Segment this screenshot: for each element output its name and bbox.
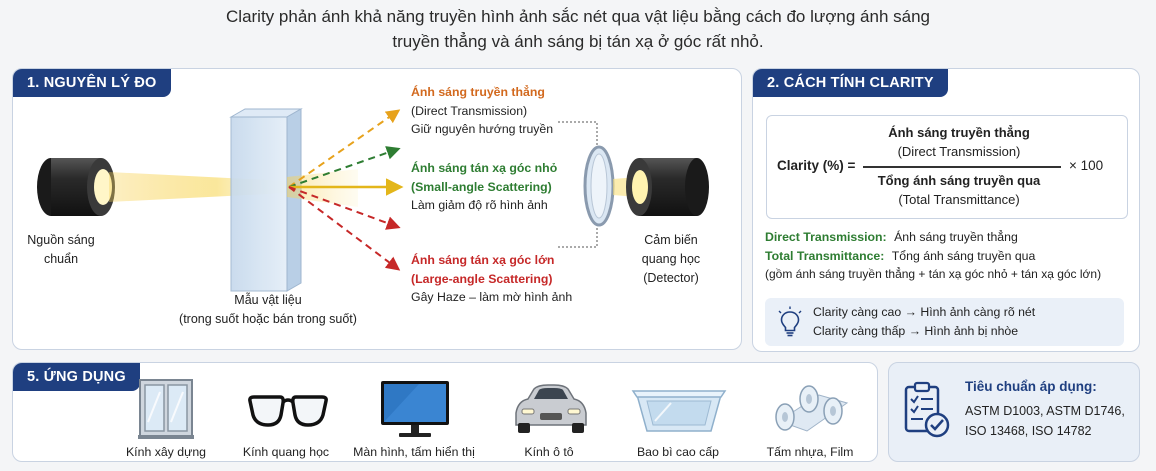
calc-panel: 2. CÁCH TÍNH CLARITY Clarity (%) = Ánh s… [752,68,1140,352]
sample-glass-icon [229,108,303,292]
formula-denominator-en: (Total Transmittance) [898,192,1020,207]
tip-1-result: Hình ảnh càng rõ nét [920,305,1036,319]
arrow-right-icon: → [904,305,921,319]
standards-panel: Tiêu chuẩn áp dụng: ASTM D1003, ASTM D17… [888,362,1140,462]
application-label: Kính quang học [242,445,330,459]
small-angle-title: Ánh sáng tán xạ góc nhỏ [411,161,558,175]
light-source-label-line2: chuẩn [43,252,79,266]
detector-label-line2: quang học [641,252,701,266]
glasses-icon [248,395,328,427]
intro-text: Clarity phản ánh khả năng truyền hình ản… [0,4,1156,54]
standards-title: Tiêu chuẩn áp dụng: [965,379,1097,394]
detector-label-line1: Cảm biến [644,233,698,247]
direct-arrow [288,109,401,188]
fraction-line [863,166,1061,168]
intro-line-1: Clarity phản ánh khả năng truyền hình ản… [226,7,930,26]
detector-label: Cảm biến quang học (Detector) [625,231,717,288]
definition-2-note: (gồm ánh sáng truyền thẳng + tán xạ góc … [765,267,1102,281]
formula-lhs: Clarity (%) = [777,158,856,173]
large-angle-arrow-2 [288,186,401,271]
small-angle-arrow [288,146,401,188]
definition-2-value: Tổng ánh sáng truyền qua [891,249,1036,263]
definition-2-key: Total Transmittance: [765,249,885,263]
definition-1-value: Ánh sáng truyền thẳng [894,230,1018,244]
definition-2: Total Transmittance: Tổng ánh sáng truyề… [765,249,1035,263]
direct-label: Ánh sáng truyền thẳng (Direct Transmissi… [411,83,591,139]
large-angle-en: (Large-angle Scattering) [411,271,553,286]
application-label: Bao bì cao cấp [636,445,720,459]
light-source-icon [37,158,115,216]
direct-en: (Direct Transmission) [411,103,528,118]
large-angle-label: Ánh sáng tán xạ góc lớn (Large-angle Sca… [411,251,601,307]
direct-title: Ánh sáng truyền thẳng [411,85,545,99]
car-icon [515,384,587,433]
tip-box: Clarity càng cao → Hình ảnh càng rõ nét … [765,298,1124,346]
application-label: Màn hình, tấm hiển thị [353,445,475,459]
large-angle-desc: Gây Haze – làm mờ hình ảnh [411,290,573,304]
sample-label: Mẫu vật liệu (trong suốt hoặc bán trong … [153,291,383,329]
formula-numerator-vi: Ánh sáng truyền thẳng [888,125,1030,140]
detector-label-line3: (Detector) [643,271,699,285]
window-icon [138,379,194,439]
tip-2-condition: Clarity càng thấp [813,324,906,338]
application-label: Kính xây dựng [125,445,206,459]
standards-line-2: ISO 13468, ISO 14782 [965,424,1092,438]
large-angle-arrow-1 [288,186,401,230]
tip-1-condition: Clarity càng cao [813,305,902,319]
small-angle-label: Ánh sáng tán xạ góc nhỏ (Small-angle Sca… [411,159,591,215]
small-angle-en: (Small-angle Scattering) [411,179,552,194]
sample-label-line1: Mẫu vật liệu [234,293,302,307]
standards-line-1: ASTM D1003, ASTM D1746, [965,404,1125,418]
package-tray-icon [631,390,727,432]
principle-tag: 1. NGUYÊN LÝ ĐO [13,69,171,97]
formula-multiplier: × 100 [1069,158,1104,173]
calc-tag: 2. CÁCH TÍNH CLARITY [753,69,948,97]
principle-panel: 1. NGUYÊN LÝ ĐO [12,68,742,350]
detector-icon [626,158,709,216]
small-angle-desc: Làm giảm độ rõ hình ảnh [411,198,548,212]
tip-line-2: Clarity càng thấp → Hình ảnh bị nhòe [813,324,1018,338]
sample-label-line2: (trong suốt hoặc bán trong suốt) [179,312,357,326]
tip-2-result: Hình ảnh bị nhòe [924,324,1019,338]
film-roll-icon [775,385,849,432]
formula-box: Clarity (%) = Ánh sáng truyền thẳng (Dir… [766,115,1128,219]
intro-line-2: truyền thẳng và ánh sáng bị tán xạ ở góc… [392,32,764,51]
lightbulb-icon [778,306,802,337]
tip-line-1: Clarity càng cao → Hình ảnh càng rõ nét [813,305,1035,319]
direct-desc: Giữ nguyên hướng truyền [411,122,554,136]
lens-icon [583,145,615,227]
formula-denominator-vi: Tổng ánh sáng truyền qua [877,173,1041,188]
light-source-label: Nguồn sáng chuẩn [13,231,109,269]
monitor-icon [381,381,449,437]
principle-diagram [37,108,709,292]
definition-1-key: Direct Transmission: [765,230,887,244]
large-angle-title: Ánh sáng tán xạ góc lớn [411,253,555,267]
application-label: Kính ô tô [524,445,574,459]
checklist-icon [904,381,950,438]
applications-panel: 5. ỨNG DỤNG Kính xây dựng Kính quang học [12,362,878,462]
light-source-label-line1: Nguồn sáng [27,233,95,247]
application-label: Tấm nhựa, Film [766,445,854,459]
arrow-right-icon: → [908,324,925,338]
definition-1: Direct Transmission: Ánh sáng truyền thẳ… [765,230,1018,244]
formula-numerator-en: (Direct Transmission) [897,144,1021,159]
applications-tag: 5. ỨNG DỤNG [13,363,140,391]
